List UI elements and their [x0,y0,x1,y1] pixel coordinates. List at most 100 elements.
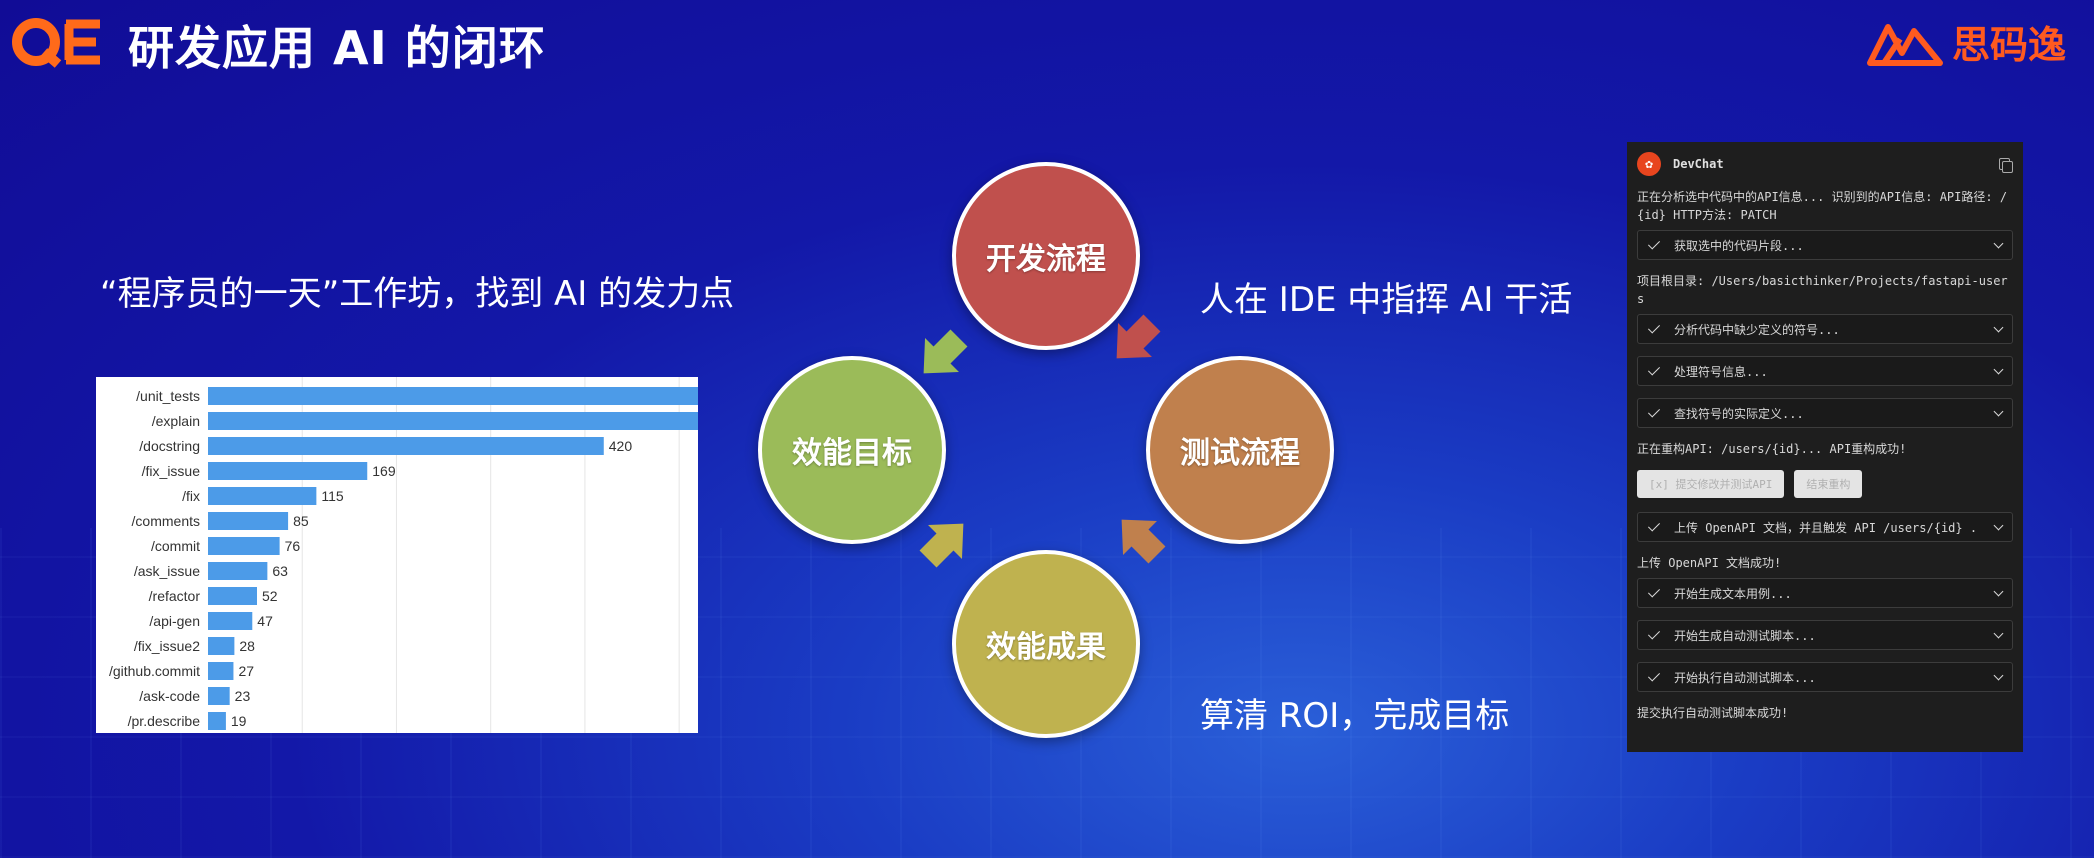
message-api-info: 正在分析选中代码中的API信息... 识别到的API信息: API路径: /{i… [1637,190,2008,222]
chart-category-label: /ask_issue [134,563,200,579]
step-get-code[interactable]: 获取选中的代码片段... [1637,230,2013,260]
check-icon [1646,668,1664,686]
devchat-panel: ✿ DevChat 正在分析选中代码中的API信息... 识别到的API信息: … [1627,142,2023,752]
chart-category-label: /ask-code [139,688,200,704]
chevron-down-icon [1992,587,2004,599]
chart-data-label: 85 [293,513,309,529]
efficiency-result-node: 效能成果 [952,550,1140,738]
chart-category-label: /unit_tests [136,388,200,404]
devchat-header: ✿ DevChat [1637,142,2013,186]
chart-data-label: 76 [285,538,301,554]
message-upload-success: 上传 OpenAPI 文档成功! [1637,556,1782,570]
chevron-down-icon [1992,629,2004,641]
efficiency-goal-label: 效能目标 [792,436,912,471]
chart-bar [208,612,253,630]
step-label: 上传 OpenAPI 文档，并且触发 API /users/{id} . [1674,520,1978,535]
end-refactor-button[interactable]: 结束重构 [1794,470,1863,498]
chart-bar [208,437,604,455]
chart-data-label: 28 [239,638,255,654]
chart-data-label: 27 [238,663,254,679]
chart-bar [208,462,368,480]
arrow-test-to-result-icon [1121,519,1166,564]
chart-category-label: /fix_issue [142,463,201,479]
chart-bar [208,387,698,405]
qe-logo [10,14,102,74]
brand-logo: 思码逸 [1866,14,2066,69]
chart-data-label: 52 [262,588,278,604]
message-refactor: 正在重构API: /users/{id}... API重构成功! [1637,442,1907,456]
step-label: 处理符号信息... [1674,364,1768,379]
chevron-down-icon [1992,521,2004,533]
chart-data-label: 115 [321,488,344,504]
cycle-diagram: 开发流程 测试流程 效能成果 效能目标 [740,150,1340,750]
workshop-heading: “程序员的一天”工作坊，找到 AI 的发力点 [100,274,735,314]
chart-bar [208,537,280,555]
chart-data-label: 420 [609,438,633,454]
chart-category-label: /github.commit [109,663,200,679]
chart-category-label: /comments [132,513,200,529]
chart-category-label: /fix [182,488,200,504]
check-icon [1646,518,1664,536]
chart-bar [208,512,289,530]
step-label: 开始生成文本用例... [1674,586,1792,601]
devchat-logo-icon: ✿ [1637,152,1661,176]
chevron-down-icon [1992,323,2004,335]
check-icon [1646,404,1664,422]
check-icon [1646,362,1664,380]
message-project-root: 项目根目录: /Users/basicthinker/Projects/fast… [1637,274,2008,306]
devchat-title: DevChat [1673,157,1724,171]
test-process-node: 测试流程 [1146,356,1334,544]
brand-name: 思码逸 [1951,23,2066,67]
chart-data-label: 47 [257,613,273,629]
step-find-definitions[interactable]: 查找符号的实际定义... [1637,398,2013,428]
chart-data-label: 19 [231,713,247,729]
chart-data-label: 23 [235,688,251,704]
step-upload-openapi[interactable]: 上传 OpenAPI 文档，并且触发 API /users/{id} . [1637,512,2013,542]
chart-bar [208,562,268,580]
step-label: 开始执行自动测试脚本... [1674,670,1816,685]
submit-and-test-button[interactable]: [x] 提交修改并测试API [1637,470,1785,498]
action-buttons: [x] 提交修改并测试API 结束重构 [1637,470,2013,498]
dev-process-node: 开发流程 [952,162,1140,350]
chart-category-label: /commit [151,538,200,554]
check-icon [1646,584,1664,602]
step-label: 分析代码中缺少定义的符号... [1674,322,1840,337]
test-process-label: 测试流程 [1180,436,1300,471]
chart-bar [208,412,698,430]
step-generate-cases[interactable]: 开始生成文本用例... [1637,578,2013,608]
efficiency-result-label: 效能成果 [986,630,1106,665]
step-generate-scripts[interactable]: 开始生成自动测试脚本... [1637,620,2013,650]
step-label: 获取选中的代码片段... [1674,238,1804,253]
chart-category-label: /docstring [139,438,200,454]
usage-bar-chart: /unit_tests/explain/docstring 420/fix_iss… [96,377,698,733]
step-process-symbols[interactable]: 处理符号信息... [1637,356,2013,386]
chart-category-label: /explain [152,413,200,429]
message-run-success: 提交执行自动测试脚本成功! [1637,706,1789,720]
step-label: 开始生成自动测试脚本... [1674,628,1816,643]
chart-bar [208,662,234,680]
step-analyze-symbols[interactable]: 分析代码中缺少定义的符号... [1637,314,2013,344]
chart-category-label: /api-gen [149,613,200,629]
page-title: 研发应用 AI 的闭环 [128,21,546,75]
chart-bar [208,487,317,505]
arrow-result-to-goal-icon [919,523,964,568]
chart-category-label: /refactor [149,588,201,604]
copy-icon[interactable] [1997,156,2013,173]
chart-bar [208,687,230,705]
roi-heading: 算清 ROI，完成目标 [1200,696,1510,736]
chart-bar [208,587,257,605]
chart-bar [208,637,235,655]
check-icon [1646,236,1664,254]
chart-bar [208,712,226,730]
step-run-scripts[interactable]: 开始执行自动测试脚本... [1637,662,2013,692]
step-label: 查找符号的实际定义... [1674,406,1804,421]
arrow-goal-to-dev-icon [923,329,968,374]
chevron-down-icon [1992,671,2004,683]
check-icon [1646,320,1664,338]
chevron-down-icon [1992,407,2004,419]
arrow-dev-to-test-icon [1116,314,1161,359]
chart-data-label: 169 [372,463,396,479]
ide-heading: 人在 IDE 中指挥 AI 干活 [1200,280,1573,320]
chart-category-label: /pr.describe [128,713,201,729]
chevron-down-icon [1992,365,2004,377]
